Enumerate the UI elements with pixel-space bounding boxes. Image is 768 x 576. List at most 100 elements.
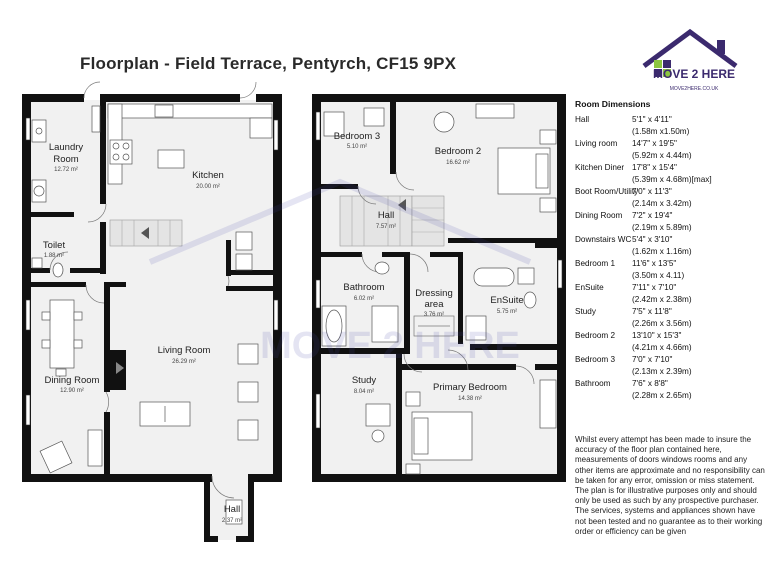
dimension-values: 14'7" x 19'5"(5.92m x 4.44m)	[632, 138, 760, 162]
dimension-imperial: 7'2" x 19'4"	[632, 211, 673, 220]
laundry-fixtures	[31, 105, 101, 203]
room-label-bedroom3: Bedroom 3	[334, 131, 380, 142]
dimension-imperial: 7'11" x 7'10"	[632, 283, 677, 292]
logo-url: MOVE2HERE.CO.UK	[670, 86, 719, 92]
dimension-room-name: Dining Room	[575, 211, 623, 220]
porch-bench	[225, 499, 243, 525]
room-area-living: 26.29 m²	[172, 359, 196, 365]
dimension-metric: (2.14m x 3.42m)	[632, 199, 692, 208]
watermark-text: MOVE 2 HERE	[260, 325, 520, 367]
dimension-values: 7'6" x 8'8" (2.28m x 2.65m)	[632, 378, 760, 402]
room-label-laundry: Laundry	[49, 142, 84, 153]
dimension-metric: (2.26m x 3.56m)	[632, 319, 692, 328]
ensuite-fixtures	[465, 267, 537, 341]
room-area-study: 8.04 m²	[354, 389, 374, 395]
dimension-values: 7'11" x 7'10"(2.42m x 2.38m)	[632, 282, 760, 306]
dimension-imperial: 7'0" x 7'10"	[632, 355, 673, 364]
room-label-toilet: Toilet	[43, 240, 66, 251]
logo-roof-icon	[642, 28, 738, 69]
dimension-row: Bedroom 1 11'6" x 13'5"(3.50m x 4.11)	[575, 258, 760, 282]
room-label-study: Study	[352, 375, 377, 386]
dimension-imperial: 13'10" x 15'3"	[632, 331, 682, 340]
dimension-room-name: Hall	[575, 115, 590, 124]
room-label-hall-first: Hall	[378, 210, 394, 221]
dimension-metric: (1.58m x1.50m)	[632, 127, 690, 136]
dimension-values: 17'8" x 15'4" (5.39m x 4.68m)[max]	[632, 162, 760, 186]
room-label-dressing-2: area	[424, 299, 444, 310]
dimension-values: 7'2" x 19'4" (2.19m x 5.89m)	[632, 210, 760, 234]
fireplace-icon	[116, 362, 124, 374]
room-label-hall-ground: Hall	[224, 504, 240, 515]
room-label-living: Living Room	[158, 345, 211, 356]
room-area-toilet: 1.88 m²	[44, 253, 64, 259]
room-area-dining: 12.90 m²	[60, 388, 84, 394]
ground-walls	[22, 94, 282, 542]
bathroom-fixtures	[321, 261, 399, 347]
dimension-room-name: Bedroom 3	[575, 355, 616, 364]
room-area-hall-first: 7.57 m²	[376, 224, 396, 230]
dimension-room-name: Bedroom 2	[575, 331, 616, 340]
study-furniture	[365, 403, 391, 443]
ground-room-labels: Laundry Room 12.72 m² Kitchen 20.00 m² T…	[43, 142, 242, 524]
dimension-imperial: 17'8" x 15'4"	[632, 163, 677, 172]
ground-floor	[22, 81, 282, 542]
dimension-metric: (3.50m x 4.11)	[632, 271, 685, 280]
room-label-kitchen: Kitchen	[192, 170, 224, 181]
dimension-metric: (2.19m x 5.89m)	[632, 223, 692, 232]
logo-text: MOVE 2 HERE	[653, 67, 735, 81]
dimension-metric: (5.39m x 4.68m)[max]	[632, 175, 712, 184]
dimension-values: 5'4" x 3'10"(1.62m x 1.16m)	[632, 234, 760, 258]
dimension-imperial: 7'6" x 8'8"	[632, 379, 668, 388]
first-floor	[312, 94, 566, 482]
room-area-laundry: 12.72 m²	[54, 167, 78, 173]
room-area-bedroom2: 16.62 m²	[446, 160, 470, 166]
dimension-room-name: Bedroom 1	[575, 259, 616, 268]
room-area-ensuite: 5.75 m²	[497, 309, 517, 315]
watermark: MOVE 2 HERE	[148, 178, 532, 367]
ground-stairs	[109, 219, 183, 247]
company-logo: MOVE 2 HERE MOVE2HERE.CO.UK	[642, 28, 738, 92]
room-area-primary-bedroom: 14.38 m²	[458, 396, 482, 402]
dimension-imperial: 7'5" x 11'8"	[632, 307, 672, 316]
page-title: Floorplan - Field Terrace, Pentyrch, CF1…	[80, 54, 457, 73]
dimension-values: 5'1" x 4'11"(1.58m x1.50m)	[632, 114, 760, 138]
first-stairs	[339, 195, 445, 247]
dimension-room-name: EnSuite	[575, 283, 604, 292]
room-label-dressing: Dressing	[415, 288, 453, 299]
room-label-bathroom: Bathroom	[343, 282, 384, 293]
dimension-row: Study 7'5" x 11'8" (2.26m x 3.56m)	[575, 306, 760, 330]
dimension-values: 11'6" x 13'5"(3.50m x 4.11)	[632, 258, 760, 282]
dimension-metric: (5.92m x 4.44m)	[632, 151, 692, 160]
kitchen-fixtures	[107, 103, 273, 271]
toilet-fixtures	[31, 257, 64, 278]
first-room-labels: Bedroom 3 5.10 m² Bedroom 2 16.62 m² Hal…	[334, 131, 524, 402]
dimension-imperial: 7'0" x 11'3"	[632, 187, 672, 196]
living-furniture	[139, 343, 259, 441]
dimension-row: Living room 14'7" x 19'5"(5.92m x 4.44m)	[575, 138, 760, 162]
ground-doors	[49, 81, 257, 499]
dimension-room-name: Study	[575, 307, 596, 316]
dimension-room-name: Living room	[575, 139, 618, 148]
room-area-kitchen: 20.00 m²	[196, 184, 220, 190]
ground-windows	[25, 117, 279, 426]
dressing-rail	[413, 315, 455, 337]
primary-bedroom-furniture	[405, 379, 557, 475]
dining-furniture	[39, 299, 103, 474]
first-windows	[315, 111, 563, 429]
dimension-room-name: Downstairs WC	[575, 235, 632, 244]
dimension-metric: (2.28m x 2.65m)	[632, 391, 692, 400]
dimension-row: Hall 5'1" x 4'11"(1.58m x1.50m)	[575, 114, 760, 138]
stairs-arrow-icon	[141, 227, 149, 239]
dimension-imperial: 5'4" x 3'10"	[632, 235, 673, 244]
room-label-ensuite: EnSuite	[490, 295, 523, 306]
room-area-bedroom3: 5.10 m²	[347, 144, 367, 150]
dimension-values: 7'5" x 11'8" (2.26m x 3.56m)	[632, 306, 760, 330]
bedroom3-furniture	[323, 107, 385, 137]
